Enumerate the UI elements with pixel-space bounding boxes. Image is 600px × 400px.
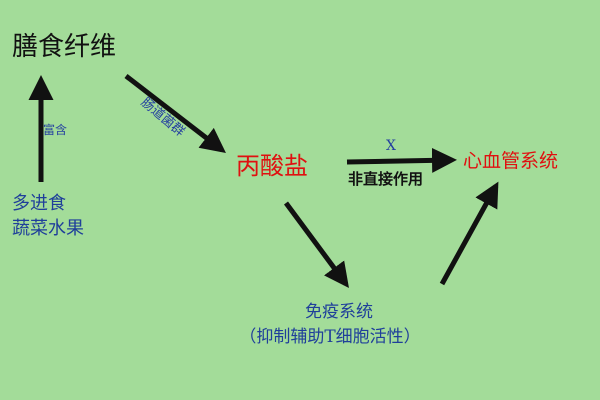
node-dietary-fiber: 膳食纤维	[12, 32, 117, 62]
arrow-propionate-to-immune	[283, 201, 349, 289]
arrow-fiber-to-propionate	[124, 74, 226, 154]
arrow-propionate-to-cardio	[346, 147, 457, 173]
node-eat-more-vegetables-fruit: 多进食 蔬菜水果	[12, 191, 84, 241]
edge-label-indirect-effect: 非直接作用	[348, 170, 424, 188]
arrow-immune-to-cardio	[439, 181, 499, 286]
node-propionate: 丙酸盐	[236, 152, 308, 180]
node-eat-more-line1: 多进食	[12, 193, 66, 214]
edge-label-rich-in: 富含	[43, 123, 68, 137]
node-immune-subtitle: （抑制辅助T细胞活性）	[239, 327, 421, 347]
node-immune-title: 免疫系统	[305, 302, 373, 322]
node-cardiovascular-system: 心血管系统	[463, 150, 559, 172]
edge-label-x-mark: X	[386, 138, 396, 154]
node-eat-more-line2: 蔬菜水果	[12, 218, 84, 239]
node-immune-system: 免疫系统 （抑制辅助T细胞活性）	[0, 300, 600, 350]
